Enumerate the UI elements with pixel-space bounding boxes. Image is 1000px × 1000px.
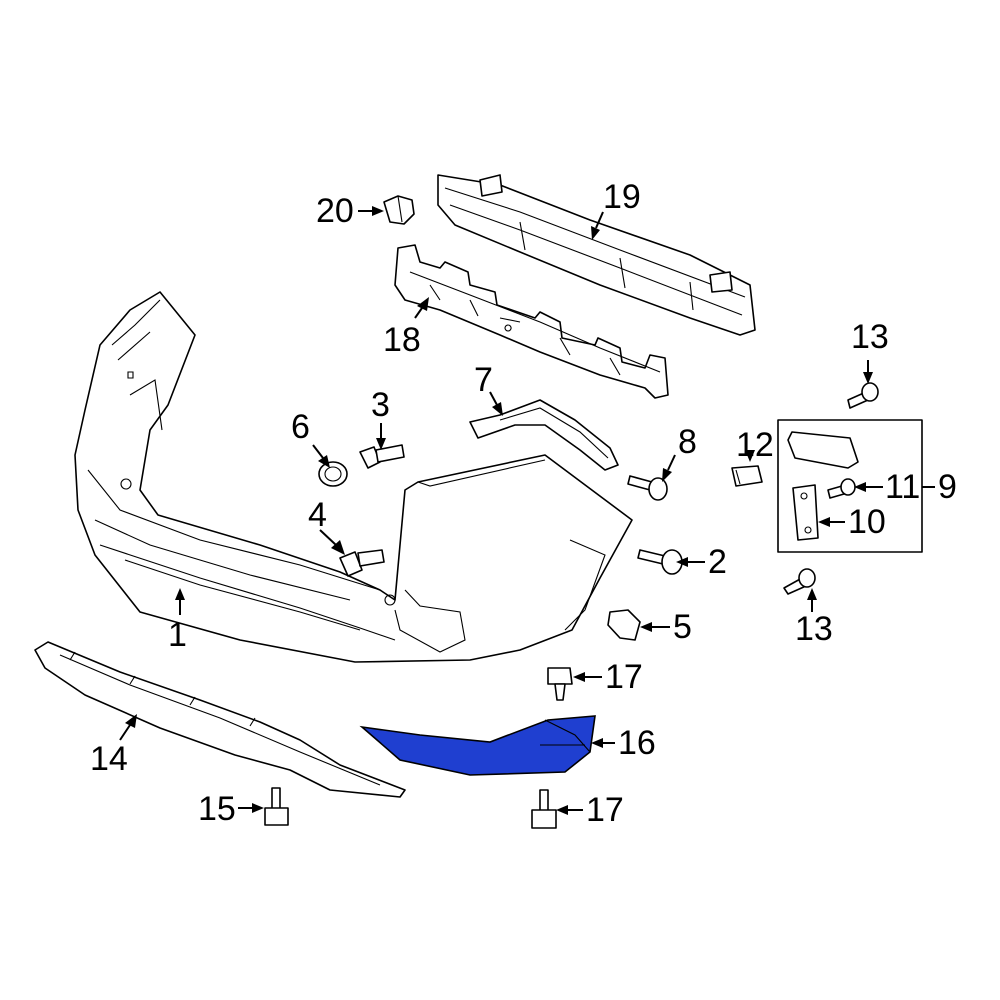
part-13-screw-upper[interactable] xyxy=(847,382,879,409)
part-5-clip[interactable] xyxy=(607,609,641,641)
callout-12: 12 xyxy=(736,426,774,464)
callout-16: 16 xyxy=(618,724,656,762)
part-3-bolt[interactable] xyxy=(359,444,405,469)
part-18-energy-absorber[interactable] xyxy=(394,244,669,399)
part-10-bracket[interactable] xyxy=(792,484,819,541)
callout-11: 11 xyxy=(885,468,921,506)
part-8-screw[interactable] xyxy=(627,475,668,501)
callout-14: 14 xyxy=(90,740,128,778)
callout-18: 18 xyxy=(383,321,421,359)
part-16-deflector-highlighted[interactable] xyxy=(359,715,596,776)
callout-8: 8 xyxy=(678,423,697,461)
callout-20: 20 xyxy=(316,192,354,230)
callout-6: 6 xyxy=(291,408,310,446)
part-20-push-clip[interactable] xyxy=(383,195,415,225)
callout-7: 7 xyxy=(474,361,493,399)
callout-5: 5 xyxy=(673,608,692,646)
callout-15: 15 xyxy=(198,790,236,828)
part-17-bolt-upper[interactable] xyxy=(547,667,573,701)
callout-3: 3 xyxy=(371,386,390,424)
part-15-bolt[interactable] xyxy=(264,787,289,826)
callout-9: 9 xyxy=(938,468,957,506)
part-9-reflector[interactable] xyxy=(787,431,859,469)
leader-lines xyxy=(119,206,935,815)
part-19-reinforcement-beam[interactable] xyxy=(437,174,756,336)
callout-19: 19 xyxy=(603,178,641,216)
part-2-screw[interactable] xyxy=(637,549,683,575)
part-4-bolt[interactable] xyxy=(339,549,385,577)
callout-17-upper: 17 xyxy=(605,658,643,696)
callout-13-upper: 13 xyxy=(851,318,889,356)
callout-17-lower: 17 xyxy=(586,791,624,829)
part-17-bolt-lower[interactable] xyxy=(531,789,557,829)
callout-4: 4 xyxy=(308,496,327,534)
callout-10: 10 xyxy=(848,503,886,541)
callout-13-lower: 13 xyxy=(795,610,833,648)
callout-2: 2 xyxy=(708,543,727,581)
part-12-clip[interactable] xyxy=(731,465,763,487)
part-7-side-bracket[interactable] xyxy=(469,399,619,471)
part-1-bumper-cover[interactable] xyxy=(74,291,633,663)
part-13-screw-lower[interactable] xyxy=(783,568,816,595)
part-14-lower-garnish[interactable] xyxy=(34,641,406,798)
callout-1: 1 xyxy=(168,616,187,654)
part-6-cap[interactable] xyxy=(318,461,348,487)
part-11-screw[interactable] xyxy=(827,478,856,499)
